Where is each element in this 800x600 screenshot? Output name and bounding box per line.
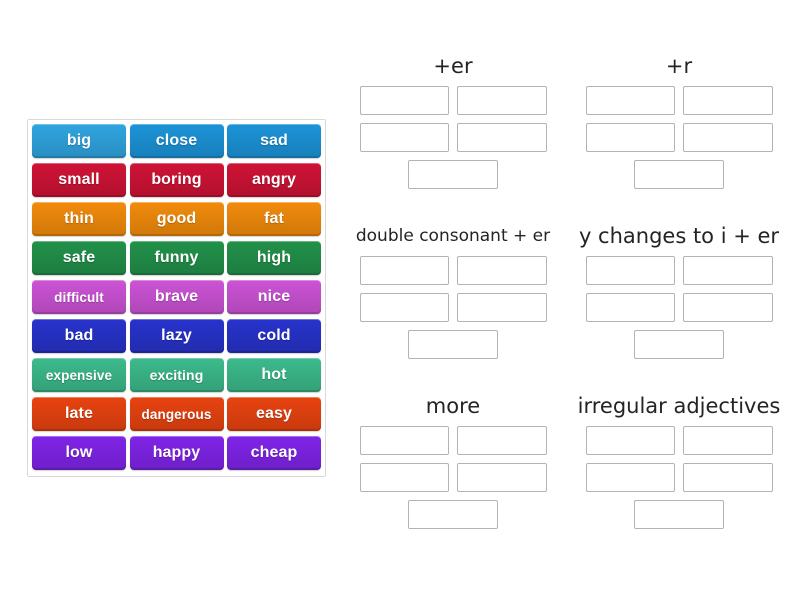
word-tile-cheap[interactable]: cheap: [227, 436, 321, 470]
word-tile-safe[interactable]: safe: [32, 241, 126, 275]
word-tile-fat[interactable]: fat: [227, 202, 321, 236]
word-tile-dangerous[interactable]: dangerous: [129, 397, 224, 431]
word-tile-sad[interactable]: sad: [227, 124, 321, 158]
word-tile-close[interactable]: close: [129, 124, 224, 158]
answer-slot[interactable]: [682, 123, 773, 152]
category-title: y changes to i + er: [578, 224, 780, 248]
word-tile-high[interactable]: high: [227, 241, 321, 275]
word-tile-nice[interactable]: nice: [227, 280, 321, 314]
answer-slot[interactable]: [359, 293, 449, 322]
category-dropzone[interactable]: [340, 426, 566, 529]
category-double-consonant-er: double consonant + er: [340, 216, 566, 386]
word-tile-hot[interactable]: hot: [227, 358, 321, 392]
word-tile-happy[interactable]: happy: [129, 436, 224, 470]
word-tile-small[interactable]: small: [32, 163, 126, 197]
answer-slot[interactable]: [408, 160, 498, 189]
category-grid: +er +r double consonant + er y changes to i…: [340, 46, 792, 556]
answer-slot[interactable]: [682, 426, 773, 455]
category-dropzone[interactable]: [566, 426, 792, 529]
word-tile-exciting[interactable]: exciting: [129, 358, 224, 392]
answer-slot[interactable]: [359, 123, 449, 152]
word-tile-big[interactable]: big: [32, 124, 126, 158]
word-tile-good[interactable]: good: [129, 202, 224, 236]
answer-slot[interactable]: [682, 463, 773, 492]
category-dropzone[interactable]: [340, 256, 566, 359]
word-tile-difficult[interactable]: difficult: [32, 280, 126, 314]
category-more: more: [340, 386, 566, 556]
word-tile-funny[interactable]: funny: [129, 241, 224, 275]
word-tile-boring[interactable]: boring: [129, 163, 224, 197]
category-dropzone[interactable]: [340, 86, 566, 189]
answer-slot[interactable]: [585, 463, 675, 492]
answer-slot[interactable]: [456, 86, 547, 115]
answer-slot[interactable]: [682, 86, 773, 115]
answer-slot[interactable]: [359, 86, 449, 115]
answer-slot[interactable]: [682, 256, 773, 285]
word-tile-late[interactable]: late: [32, 397, 126, 431]
word-tile-brave[interactable]: brave: [129, 280, 224, 314]
category-title: more: [425, 394, 481, 418]
category--r: +r: [566, 46, 792, 216]
answer-slot[interactable]: [585, 86, 675, 115]
category-dropzone[interactable]: [566, 256, 792, 359]
answer-slot[interactable]: [456, 256, 547, 285]
category-row: +er +r: [340, 46, 792, 216]
answer-slot[interactable]: [585, 293, 675, 322]
answer-slot[interactable]: [634, 330, 724, 359]
answer-slot[interactable]: [585, 123, 675, 152]
word-tile-cold[interactable]: cold: [227, 319, 321, 353]
word-tile-bad[interactable]: bad: [32, 319, 126, 353]
category-irregular-adjectives: irregular adjectives: [566, 386, 792, 556]
category-dropzone[interactable]: [566, 86, 792, 189]
answer-slot[interactable]: [408, 330, 498, 359]
answer-slot[interactable]: [585, 256, 675, 285]
category-title: irregular adjectives: [577, 394, 781, 418]
answer-slot[interactable]: [359, 463, 449, 492]
word-tile-thin[interactable]: thin: [32, 202, 126, 236]
answer-slot[interactable]: [634, 160, 724, 189]
word-tile-expensive[interactable]: expensive: [32, 358, 126, 392]
category-title: +er: [433, 54, 473, 78]
category--er: +er: [340, 46, 566, 216]
answer-slot[interactable]: [456, 426, 547, 455]
category-title: double consonant + er: [355, 226, 551, 246]
answer-slot[interactable]: [456, 123, 547, 152]
answer-slot[interactable]: [456, 293, 547, 322]
category-title: +r: [665, 54, 693, 78]
answer-slot[interactable]: [408, 500, 498, 529]
word-tile-angry[interactable]: angry: [227, 163, 321, 197]
word-tile-lazy[interactable]: lazy: [129, 319, 224, 353]
category-y-changes-to-i-er: y changes to i + er: [566, 216, 792, 386]
category-row: more irregular adjectives: [340, 386, 792, 556]
word-tile-low[interactable]: low: [32, 436, 126, 470]
answer-slot[interactable]: [634, 500, 724, 529]
category-row: double consonant + er y changes to i + er: [340, 216, 792, 386]
answer-slot[interactable]: [585, 426, 675, 455]
answer-slot[interactable]: [682, 293, 773, 322]
answer-slot[interactable]: [456, 463, 547, 492]
answer-slot[interactable]: [359, 256, 449, 285]
word-tile-easy[interactable]: easy: [227, 397, 321, 431]
answer-slot[interactable]: [359, 426, 449, 455]
